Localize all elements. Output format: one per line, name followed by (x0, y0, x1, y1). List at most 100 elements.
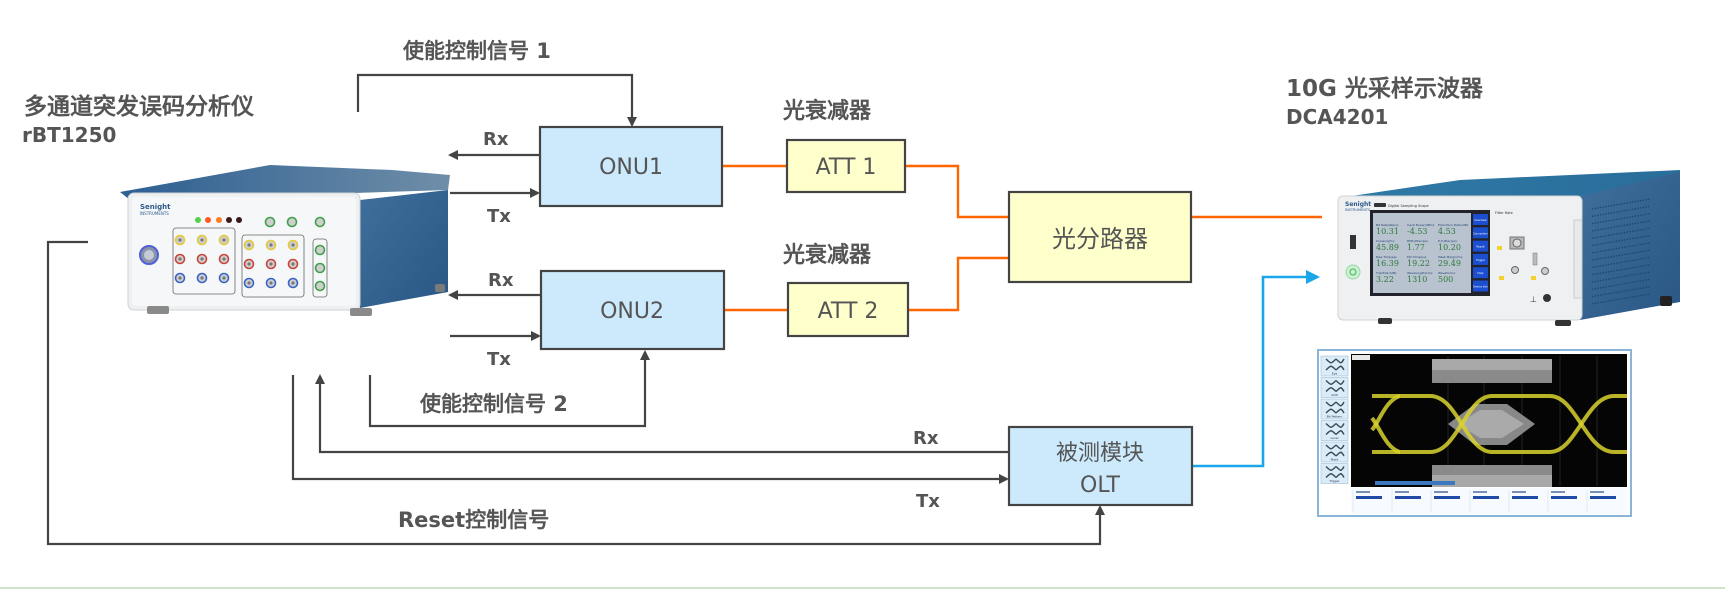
eye-measurement-label (1395, 491, 1409, 493)
eye-measurement-value (1551, 496, 1577, 499)
onu1-box[interactable]: ONU1 (538, 125, 724, 208)
att1-box[interactable]: ATT 1 (785, 138, 907, 194)
olt-to-scope-line (1192, 270, 1320, 468)
att1-label: ATT 1 (816, 155, 877, 180)
bert-foot (147, 306, 169, 314)
ground-jack (1543, 294, 1551, 302)
scope-side-button (1473, 253, 1488, 265)
eye-measurement-value (1512, 496, 1538, 499)
bert-clock-connectors (264, 216, 328, 298)
reading-label: Rise Time(ps): (1376, 255, 1397, 259)
olt-rx-line (315, 374, 1009, 454)
reading-label: Extinction Ratio(dB): (1438, 223, 1469, 227)
signal-lines (46, 73, 1105, 546)
reading-label: P-P Jitter(ps): (1438, 239, 1458, 243)
scope-model: DCA4201 (1286, 105, 1388, 129)
onu2-label: ONU2 (600, 299, 664, 324)
eye-measurement-value (1434, 496, 1460, 499)
att2-box[interactable]: ATT 2 (786, 281, 910, 338)
reading-value: -4.53 (1407, 227, 1428, 236)
onu2-tx-label: Tx (487, 349, 511, 370)
reading-value: 16.39 (1376, 259, 1399, 268)
bert-title: 多通道突发误码分析仪 (24, 93, 255, 120)
bottom-divider (0, 587, 1725, 589)
reading-value: 29.49 (1438, 259, 1461, 268)
reading-label: Bit Rate(Gbps): (1376, 223, 1399, 227)
ground-icon: ⊥ (1530, 295, 1537, 304)
warning-label-icon (1531, 276, 1536, 280)
eye-mode-label: Mask (1331, 458, 1339, 462)
onu1-tx-label: Tx (487, 206, 511, 227)
eye-mode-icon (1325, 358, 1345, 371)
scope-top-panel (1338, 170, 1680, 198)
olt-tx-label: Tx (916, 491, 940, 512)
reading-label: Tdp/Tdec(dB): (1375, 271, 1397, 275)
eye-mode-label: Eye (1332, 372, 1338, 376)
warning-label-icon (1497, 246, 1502, 250)
reading-label: Waveforms: (1438, 271, 1456, 275)
scope-side-button (1473, 280, 1488, 292)
bert-top-panel (120, 165, 450, 200)
bert-brand-logo: Senight (140, 203, 171, 211)
eye-measurement-label (1590, 491, 1604, 493)
eye-mode-label: Trigger (1328, 479, 1340, 483)
eye-mode-label: Bit Pattern (1327, 415, 1343, 419)
eye-measurement-label (1356, 491, 1370, 493)
led-orange-icon (216, 217, 222, 223)
att1-title: 光衰减器 (782, 98, 872, 124)
olt-rx-label: Rx (913, 428, 939, 449)
onu2-box[interactable]: ONU2 (539, 269, 726, 351)
scope-side-button (1473, 240, 1488, 252)
reading-value: 45.89 (1376, 243, 1399, 252)
onu2-rx-label: Rx (488, 270, 514, 291)
scope-readings: Bit Rate(Gbps):10.31 Input Power(dBm):-4.… (1375, 223, 1469, 284)
eye-measurement-bar (1351, 488, 1627, 514)
scope-brand-logo: Senight (1345, 201, 1371, 208)
scope-side-button-label: Connection (1473, 231, 1488, 235)
reading-label: Crossing(%): (1376, 239, 1395, 243)
onu1-label: ONU1 (599, 155, 663, 180)
bert-model: rBT1250 (22, 123, 116, 147)
olt-label-cn: 被测模块 (1056, 441, 1144, 466)
bert-rx-connectors (241, 234, 305, 298)
svg-text:Filter Rate: Filter Rate (1495, 211, 1513, 215)
scope-side-button-label: Help (1478, 271, 1484, 275)
fiber-att2-splitter (908, 256, 1009, 312)
reading-value: 19.22 (1407, 259, 1430, 268)
reading-label: Fall Time(ps): (1407, 255, 1427, 259)
eye-measurement-label (1551, 491, 1565, 493)
att2-label: ATT 2 (818, 299, 879, 324)
eye-mode-icon (1325, 423, 1345, 435)
eye-channel-select[interactable] (1352, 355, 1370, 360)
reading-value: 10.31 (1376, 227, 1399, 236)
scope-power-button[interactable] (1345, 264, 1361, 280)
sma-connector-icon (314, 244, 326, 256)
reading-value: 3.22 (1376, 275, 1394, 284)
olt-box[interactable]: 被测模块 OLT (1007, 425, 1194, 507)
usb-port-icon (1350, 235, 1356, 249)
scope-side-button-label: Device Info (1473, 285, 1488, 289)
enable2-line (368, 350, 650, 428)
warning-label-icon (1499, 276, 1504, 280)
eye-measurement-label (1512, 491, 1526, 493)
splitter-box[interactable]: 光分路器 (1007, 190, 1193, 284)
enable1-line (356, 73, 637, 127)
scope-instrument: Senight INSTRUMENTS Digital Sampling Sco… (1337, 170, 1680, 326)
led-off-icon (236, 217, 242, 223)
bert-side-panel (360, 190, 448, 308)
bert-instrument: Senight INSTRUMENTS (120, 165, 450, 316)
reading-label: Input Power(dBm): (1407, 223, 1435, 227)
reading-value: 10.20 (1438, 243, 1461, 252)
led-off-icon (226, 217, 232, 223)
bert-tx-connectors (172, 227, 236, 295)
eye-traces (1370, 394, 1627, 454)
eye-mode-label: ACIP (1331, 393, 1338, 397)
eye-mode-icon (1325, 466, 1345, 478)
enable2-label: 使能控制信号 2 (419, 392, 568, 416)
eye-measurement-label (1473, 491, 1487, 493)
reset-label: Reset控制信号 (398, 508, 549, 532)
scope-side-button-label: Trigger (1476, 258, 1486, 262)
connector-icon (1511, 266, 1519, 274)
